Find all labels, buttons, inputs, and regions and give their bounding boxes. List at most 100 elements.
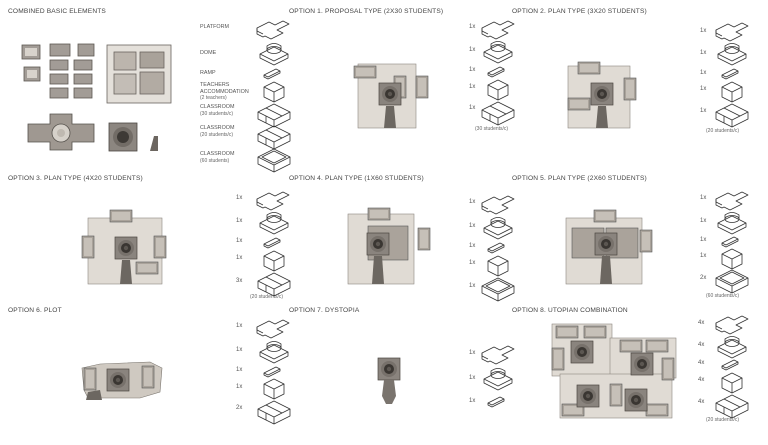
opt2-note-right: (20 students/c) [706,128,740,134]
opt5-left-dome-icon [483,217,513,240]
option-8-plan [551,323,677,419]
opt6-count-ramp: 1x [236,367,243,373]
opt3-count-platform: 1x [236,195,243,201]
opt5-count-ramp: 1x [469,243,476,249]
opt5r-count-teachers: 1x [700,253,707,259]
opt5-right-platform-icon [715,191,749,211]
opt8-classroom-icon [715,394,749,419]
legend-dome-icon [259,43,289,66]
opt5r-count-dome: 1x [700,218,707,224]
opt3-classroom-icon [257,272,291,297]
title-option-1: OPTION 1. PROPOSAL TYPE (2X30 STUDENTS) [289,8,444,15]
title-option-2: OPTION 2. PLAN TYPE (3X20 STUDENTS) [512,8,647,15]
opt2-count-classroom: 1x [469,105,476,111]
opt2-right-classroom-icon [715,103,749,128]
legend-teachers-note: (2 teachers) [200,95,227,101]
opt3-ramp-icon [263,237,281,249]
opt8-platform-icon [715,315,749,335]
legend-ramp-icon [263,68,281,80]
legend-classroom30-label: CLASSROOM [200,104,235,110]
opt3-teachers-icon [263,250,285,272]
legend-platform-label: PLATFORM [200,24,229,30]
platform-panels-photo [106,44,172,104]
platform-with-dome-photo [27,113,95,151]
opt3-count-dome: 1x [236,218,243,224]
title-option-8: OPTION 8. UTOPIAN COMBINATION [512,307,628,314]
opt8-dome-icon [717,336,747,359]
opt2-right-ramp-icon [721,68,739,80]
opt8-count-dome: 4x [698,342,705,348]
legend-classroom60-icon [257,148,291,173]
opt2-left-dome-icon [483,41,513,64]
option-6-plot [81,361,163,400]
opt6-dome-icon [259,341,289,364]
opt2r-count-ramp: 1x [700,70,707,76]
opt8-ramp-icon [721,359,739,371]
title-option-7: OPTION 7. DYSTOPIA [289,307,360,314]
opt5r-count-platform: 1x [700,195,707,201]
legend-classroom20-note: (20 students/c) [200,132,234,138]
legend-teachers-label: TEACHERS ACCOMMODATION [200,82,249,95]
option-4-plan [347,207,431,285]
opt7-count-platform: 1x [469,350,476,356]
legend-teachers-icon [263,81,285,103]
opt7-count-ramp: 1x [469,398,476,404]
opt2-right-platform-icon [715,22,749,42]
opt7-platform-icon [481,345,515,365]
opt2-right-teachers-icon [721,81,743,103]
opt8-count-teachers: 4x [698,377,705,383]
legend-classroom60-note: (60 students) [200,158,230,164]
opt8-note: (20 students/c) [706,417,740,423]
opt5-left-platform-icon [481,195,515,215]
option-7-plan [377,357,401,404]
opt5-right-dome-icon [717,212,747,235]
legend-platform-icon [256,20,290,40]
opt6-ramp-icon [263,366,281,378]
opt2r-count-classroom: 1x [700,108,707,114]
opt6-teachers-icon [263,378,285,400]
option-5-plan [565,209,653,285]
option-3-plan [81,209,167,285]
opt3-count-ramp: 1x [236,238,243,244]
opt2r-count-teachers: 1x [700,86,707,92]
opt5-left-classroom-icon [481,277,515,302]
title-combined-basic-elements: COMBINED BASIC ELEMENTS [8,8,106,15]
opt3-dome-icon [259,212,289,235]
legend-ramp-label: RAMP [200,70,216,76]
opt5-left-teachers-icon [487,255,509,277]
opt6-count-dome: 1x [236,347,243,353]
title-option-4: OPTION 4. PLAN TYPE (1X60 STUDENTS) [289,175,424,182]
opt2-left-platform-icon [481,20,515,40]
opt2-note-left: (30 students/c) [475,126,509,132]
opt8-count-classroom: 4x [698,399,705,405]
opt2-left-teachers-icon [487,79,509,101]
opt5-count-dome: 1x [469,223,476,229]
opt5r-count-ramp: 1x [700,237,707,243]
legend-classroom20-label: CLASSROOM [200,125,235,131]
opt2r-count-platform: 1x [700,28,707,34]
opt7-ramp-icon [487,396,505,408]
opt2-count-platform: 1x [469,24,476,30]
opt6-count-platform: 1x [236,323,243,329]
opt5-left-ramp-icon [487,242,505,254]
opt5r-count-classroom: 2x [700,275,707,281]
opt2-right-dome-icon [717,43,747,66]
opt5-right-ramp-icon [721,236,739,248]
opt8-count-ramp: 4x [698,360,705,366]
option-1-plan [353,63,429,129]
title-option-6: OPTION 6. PLOT [8,307,62,314]
opt6-classroom-icon [257,400,291,425]
opt2-count-dome: 1x [469,47,476,53]
opt5-right-classroom-icon [715,269,749,294]
opt6-platform-icon [256,319,290,339]
title-option-3: OPTION 3. PLAN TYPE (4X20 STUDENTS) [8,175,143,182]
opt3-count-classroom: 3x [236,278,243,284]
legend-classroom30-note: (30 students/c) [200,111,234,117]
legend-dome-label: DOME [200,50,217,56]
opt8-teachers-icon [721,372,743,394]
opt5-note: (60 students/c) [706,293,740,299]
dome-module-photo [108,122,138,152]
opt2r-count-dome: 1x [700,50,707,56]
opt6-count-teachers: 1x [236,384,243,390]
opt3-count-teachers: 1x [236,255,243,261]
